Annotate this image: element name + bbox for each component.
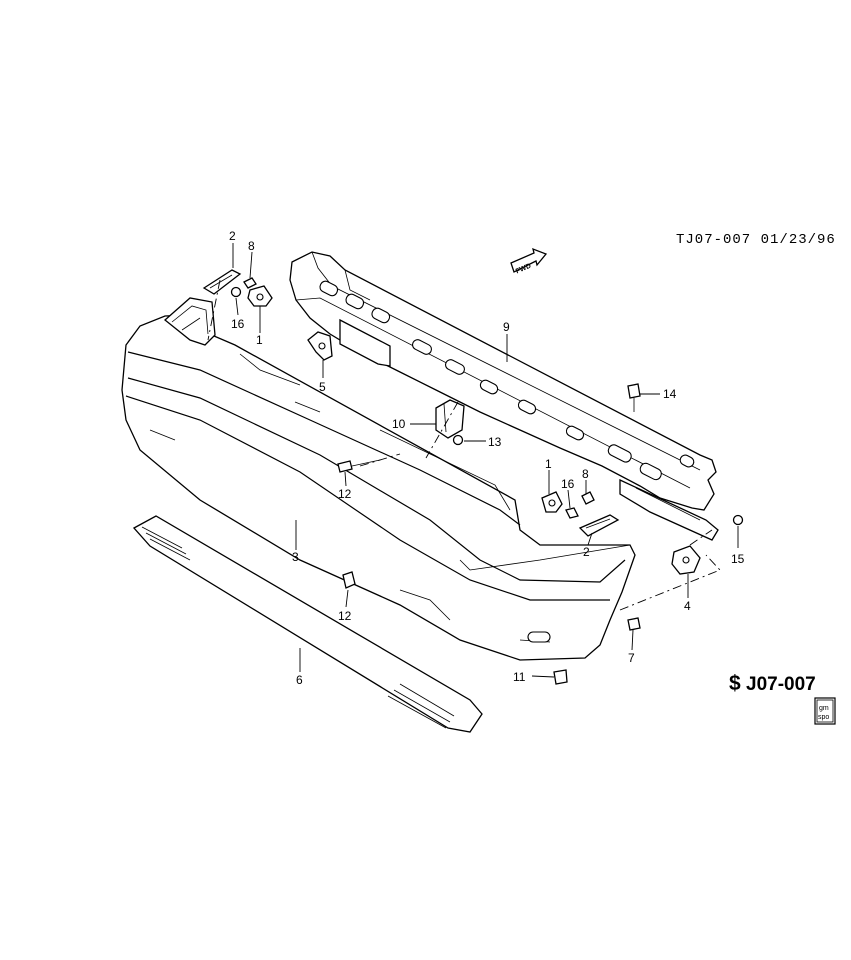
part-2-right-retainer xyxy=(578,514,620,537)
diagram-code: TJ07-007 01/23/96 xyxy=(676,232,836,248)
callout-10: 10 xyxy=(392,417,406,431)
part-15-bolt xyxy=(732,514,744,526)
callout-2-right: 2 xyxy=(583,545,590,559)
part-12-lower-screw xyxy=(342,571,356,589)
callout-14: 14 xyxy=(663,387,677,401)
part-10-retainer xyxy=(435,399,465,439)
callout-8-left: 8 xyxy=(248,239,255,253)
part-13-screw xyxy=(452,434,464,446)
callout-16-left: 16 xyxy=(231,317,245,331)
callout-7: 7 xyxy=(628,651,635,665)
callout-12-upper: 12 xyxy=(338,487,352,501)
reference-code: $ J07-007 xyxy=(729,672,816,695)
centerline-4 xyxy=(689,529,713,546)
centerline-12 xyxy=(359,453,401,467)
callout-2-left: 2 xyxy=(229,229,236,243)
part-1-left-clip xyxy=(247,285,273,307)
part-8-right-screw xyxy=(581,491,595,505)
callout-4: 4 xyxy=(684,599,691,613)
part-8-left-screw xyxy=(243,277,257,289)
callout-15: 15 xyxy=(731,552,745,566)
leader-lines xyxy=(232,243,739,678)
part-2-left-retainer xyxy=(202,269,242,295)
part-7-screw xyxy=(627,617,641,631)
suzuki-s-icon: $ xyxy=(729,672,741,695)
part-1-right-clip xyxy=(541,491,563,513)
part-16-right-bolt xyxy=(565,507,579,519)
callout-13: 13 xyxy=(488,435,502,449)
reference-code-text: J07-007 xyxy=(746,674,816,695)
gm-spo-badge: gm spo xyxy=(814,697,836,725)
part-5-bracket xyxy=(307,331,333,361)
fwd-arrow: FWD xyxy=(510,247,548,275)
callout-3: 3 xyxy=(292,550,299,564)
part-12-upper-screw xyxy=(337,459,381,473)
callout-6: 6 xyxy=(296,673,303,687)
callout-9: 9 xyxy=(503,320,510,334)
badge-top: gm xyxy=(819,705,829,712)
callout-12-lower: 12 xyxy=(338,609,352,623)
callout-5: 5 xyxy=(319,380,326,394)
callout-16-right: 16 xyxy=(561,477,575,491)
callout-1-left: 1 xyxy=(256,333,263,347)
callout-8-right: 8 xyxy=(582,467,589,481)
part-16-left-bolt xyxy=(230,286,242,298)
part-6-garnish xyxy=(132,515,483,733)
callout-11: 11 xyxy=(513,670,526,684)
centerline-right xyxy=(619,554,721,611)
part-14-bolt xyxy=(627,383,641,412)
badge-bottom: spo xyxy=(818,714,829,721)
part-9-absorber xyxy=(289,251,719,541)
callout-1-right: 1 xyxy=(545,457,552,471)
callout-numbers: 2 8 16 1 5 9 10 13 12 3 12 6 14 1 8 16 2… xyxy=(229,229,745,687)
centerline-10 xyxy=(425,401,459,459)
part-4-bracket xyxy=(671,545,701,575)
part-3-bumper-fascia xyxy=(121,297,636,661)
part-11-bolt xyxy=(553,669,568,685)
